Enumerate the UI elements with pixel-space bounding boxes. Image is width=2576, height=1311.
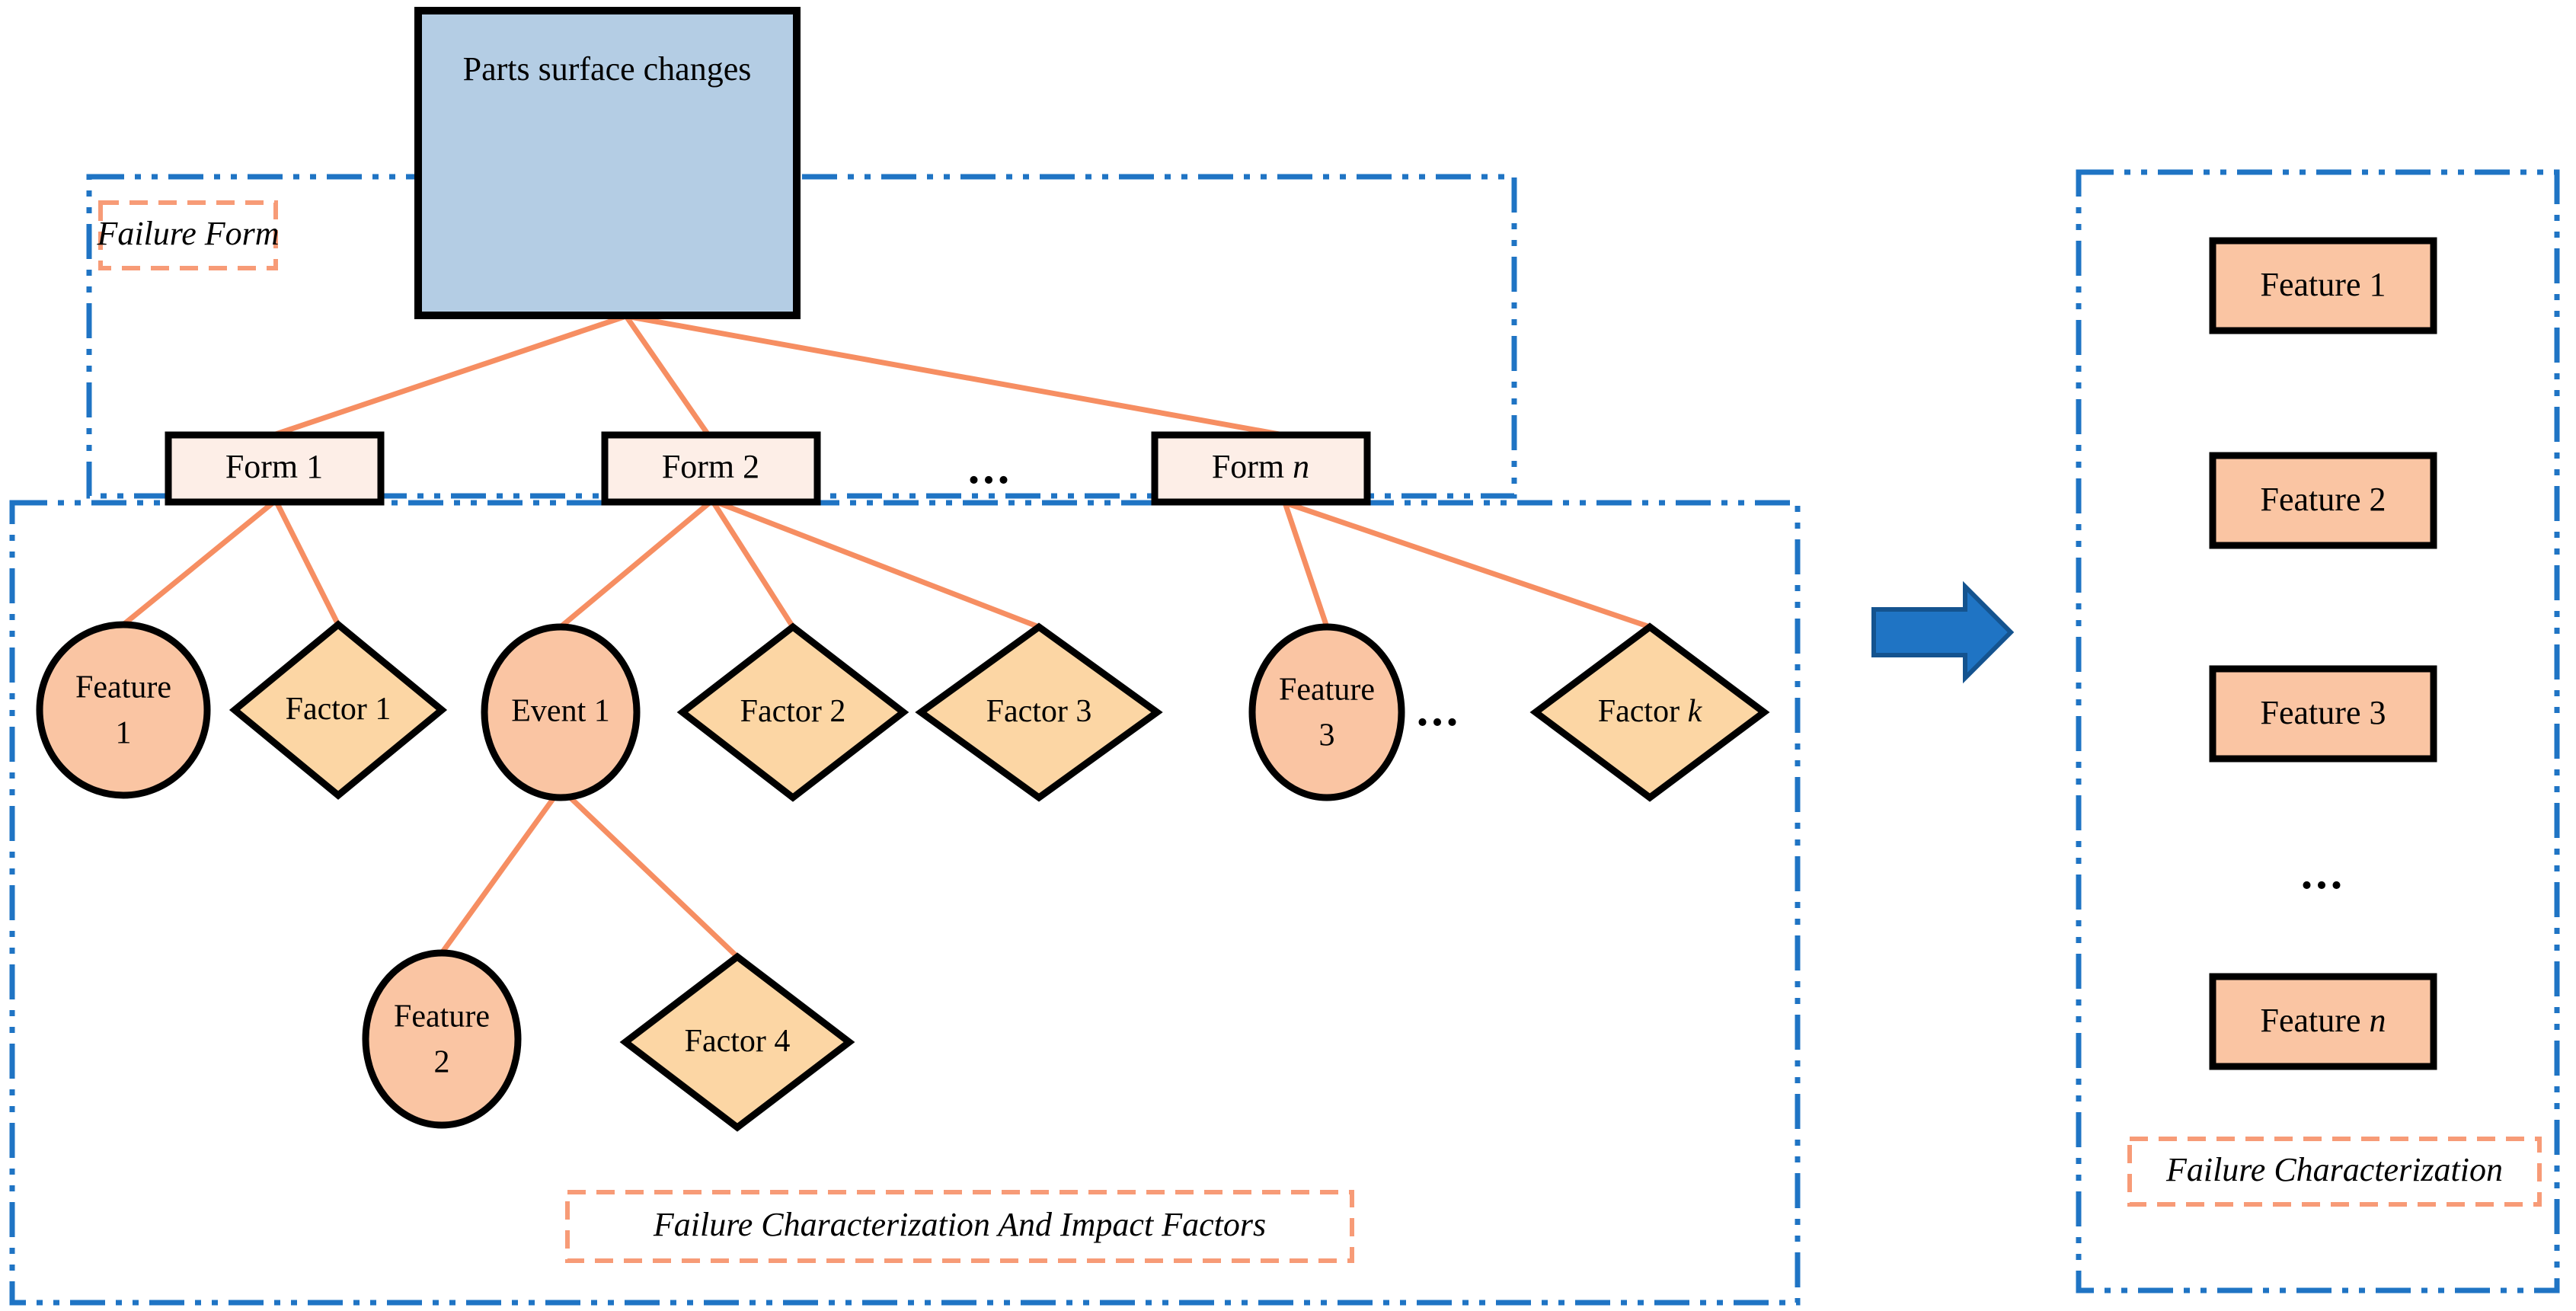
group-label-failure-characterization-impact-text: Failure Characterization And Impact Fact… — [653, 1206, 1266, 1243]
result-column-ellipsis: ... — [2301, 847, 2346, 899]
group-box-failure-characterization-impact — [9, 500, 1801, 1306]
node-event-1[interactable]: Event 1 — [481, 623, 641, 801]
connector-formn-to-factork — [1283, 500, 1651, 630]
feature-1-label-line2: 1 — [116, 716, 132, 751]
form-n-label: Form n — [1212, 448, 1309, 485]
group-label-failure-form: Failure Form — [96, 200, 280, 270]
node-factor-k[interactable]: Factor k — [1529, 622, 1770, 802]
connector-form2-to-event1 — [558, 498, 714, 629]
node-factor-1[interactable]: Factor 1 — [229, 620, 448, 800]
connector-formn-to-feature3 — [1282, 501, 1330, 628]
result-box-feature-2[interactable]: Feature 2 — [2209, 452, 2437, 549]
factor-row-ellipsis: ... — [1417, 684, 1462, 736]
node-factor-3[interactable]: Factor 3 — [915, 622, 1163, 802]
group-label-failure-characterization-text: Failure Characterization — [2165, 1151, 2503, 1188]
node-form-n[interactable]: Form n — [1151, 431, 1371, 506]
factor-k-label: Factor k — [1598, 694, 1703, 729]
connector-event1-to-factor4 — [558, 786, 740, 959]
feature-3-label-line2: 3 — [1319, 718, 1335, 753]
result-feature-1-label: Feature 1 — [2261, 266, 2386, 303]
factor-3-label: Factor 3 — [986, 694, 1092, 729]
connector-root-to-formn — [625, 313, 1284, 438]
event-1-label: Event 1 — [511, 694, 609, 729]
result-box-feature-1[interactable]: Feature 1 — [2209, 237, 2437, 334]
group-label-failure-characterization: Failure Characterization — [2127, 1137, 2542, 1207]
factor-4-label: Factor 4 — [685, 1024, 791, 1059]
form-2-label: Form 2 — [662, 448, 759, 485]
group-label-failure-form-text: Failure Form — [96, 215, 279, 252]
feature-2-label-line1: Feature — [394, 999, 490, 1034]
node-feature-1[interactable]: Feature 1 — [36, 621, 211, 799]
node-form-2[interactable]: Form 2 — [601, 431, 821, 506]
connector-lines — [121, 313, 1651, 959]
feature-3-label-line1: Feature — [1279, 673, 1375, 708]
node-feature-3[interactable]: Feature 3 — [1248, 623, 1405, 801]
connector-event1-to-feature2 — [439, 786, 563, 955]
result-feature-2-label: Feature 2 — [2261, 481, 2386, 518]
node-form-1[interactable]: Form 1 — [165, 431, 385, 506]
node-parts-surface-changes[interactable]: Parts surface changes — [414, 7, 801, 319]
connector-root-to-form2 — [624, 315, 711, 436]
node-factor-2[interactable]: Factor 2 — [676, 622, 909, 802]
transition-arrow — [1871, 580, 2015, 684]
connector-root-to-form1 — [272, 313, 628, 438]
node-feature-2[interactable]: Feature 2 — [362, 949, 522, 1129]
group-label-failure-characterization-impact: Failure Characterization And Impact Fact… — [565, 1190, 1354, 1263]
factor-1-label: Factor 1 — [286, 692, 392, 727]
result-feature-3-label: Feature 3 — [2261, 694, 2386, 731]
root-node-label: Parts surface changes — [463, 50, 752, 88]
node-factor-4[interactable]: Factor 4 — [619, 952, 855, 1132]
feature-2-label-line2: 2 — [434, 1045, 450, 1080]
connector-form2-to-factor2 — [710, 499, 795, 628]
group-box-failure-characterization — [2076, 169, 2560, 1293]
result-box-feature-n[interactable]: Feature n — [2209, 973, 2437, 1070]
feature-1-label-line1: Feature — [75, 670, 171, 705]
connector-form1-to-factor1 — [273, 499, 341, 626]
factor-2-label: Factor 2 — [740, 694, 846, 729]
result-feature-n-label: Feature n — [2261, 1002, 2386, 1039]
form-row-ellipsis: ... — [968, 442, 1013, 494]
connector-form1-to-feature1 — [121, 498, 278, 627]
connector-form2-to-factor3 — [711, 497, 1040, 630]
form-1-label: Form 1 — [225, 448, 323, 485]
result-box-feature-3[interactable]: Feature 3 — [2209, 665, 2437, 763]
